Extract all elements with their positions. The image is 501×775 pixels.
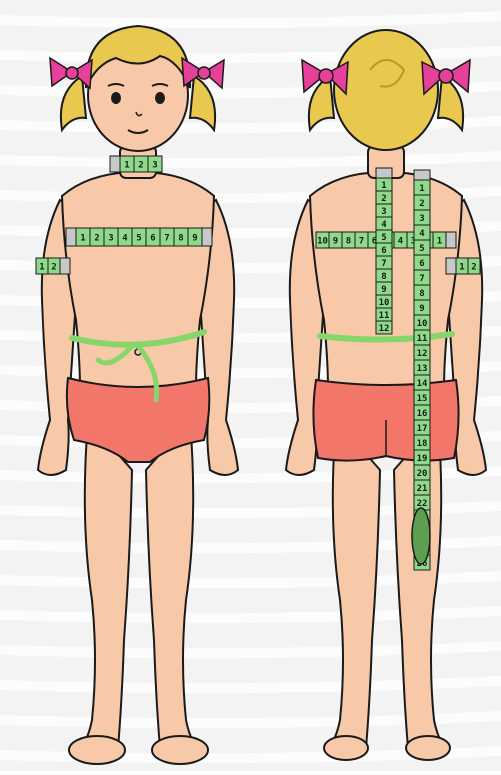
tape-mark: 10 <box>379 298 390 308</box>
tape-cap <box>376 168 392 178</box>
tape-mark: 19 <box>417 454 428 464</box>
tape-mark: 2 <box>94 234 99 244</box>
front-right-eye <box>155 92 165 104</box>
tape-mark: 2 <box>471 263 476 273</box>
tape-mark: 17 <box>417 424 428 434</box>
tape-mark: 14 <box>417 379 428 389</box>
front-right-pigtail <box>190 76 215 130</box>
tape-mark: 5 <box>419 244 424 254</box>
tape-mark: 8 <box>178 234 183 244</box>
tape-mark: 1 <box>437 237 442 247</box>
tape-mark: 4 <box>122 234 128 244</box>
tape-mark: 2 <box>381 194 386 204</box>
tape-cap <box>446 232 456 248</box>
tape-mark: 12 <box>417 349 428 359</box>
back-head <box>334 30 438 150</box>
tape-mark: 3 <box>152 161 157 171</box>
tape-mark: 4 <box>419 229 425 239</box>
tape-mark: 1 <box>39 263 44 273</box>
tape-mark: 2 <box>51 263 56 273</box>
front-right-foot <box>152 736 208 764</box>
tape-mark: 15 <box>417 394 428 404</box>
tape-mark: 21 <box>417 484 428 494</box>
tape-cap <box>60 258 70 274</box>
tape-mark: 1 <box>459 263 464 273</box>
tape-cap <box>446 258 456 274</box>
tape-mark: 4 <box>381 220 387 230</box>
tape-mark: 6 <box>419 259 424 269</box>
tape-mark: 9 <box>192 234 197 244</box>
background-stripe <box>0 156 501 163</box>
tape-mark: 20 <box>417 469 428 479</box>
tape-mark: 5 <box>136 234 141 244</box>
tape-mark: 11 <box>417 334 428 344</box>
tape-mark: 3 <box>419 214 424 224</box>
back-right-heel <box>406 736 450 760</box>
front-left-foot <box>69 736 125 764</box>
tape-mark: 8 <box>419 289 424 299</box>
tape-mark: 1 <box>124 161 129 171</box>
back-left-heel <box>324 736 368 760</box>
tape-cap <box>66 228 76 246</box>
front-left-bow <box>50 58 92 88</box>
tape-measure-roll <box>412 508 430 564</box>
tape-mark: 7 <box>164 234 169 244</box>
tape-mark: 6 <box>381 246 386 256</box>
tape-mark: 10 <box>417 319 428 329</box>
tape-mark: 2 <box>419 199 424 209</box>
tape-mark: 18 <box>417 439 428 449</box>
tape-mark: 1 <box>80 234 85 244</box>
front-left-pigtail <box>61 76 86 130</box>
tape-cap <box>414 170 430 180</box>
tape-mark: 2 <box>138 161 143 171</box>
tape-cap <box>202 228 212 246</box>
tape-mark: 3 <box>381 207 386 217</box>
tape-mark: 11 <box>379 311 390 321</box>
tape-mark: 7 <box>359 237 364 247</box>
tape-mark: 5 <box>381 233 386 243</box>
tape-mark: 9 <box>419 304 424 314</box>
tape-mark: 1 <box>419 184 424 194</box>
tape-mark: 6 <box>150 234 155 244</box>
tape-mark: 7 <box>381 259 386 269</box>
tape-mark: 12 <box>379 324 390 334</box>
tape-mark: 7 <box>419 274 424 284</box>
tape-mark: 10 <box>317 237 328 247</box>
front-left-eye <box>111 92 121 104</box>
tape-mark: 13 <box>417 364 428 374</box>
back-spine-tape: 123456789101112 <box>376 168 392 334</box>
tape-mark: 9 <box>333 237 338 247</box>
tape-mark: 3 <box>108 234 113 244</box>
tape-cap <box>110 156 120 172</box>
front-torso <box>62 172 214 390</box>
front-chest-tape: 123456789 <box>66 228 212 246</box>
tape-mark: 8 <box>346 237 351 247</box>
background-stripe <box>0 16 501 23</box>
tape-mark: 8 <box>381 272 386 282</box>
tape-mark: 1 <box>381 181 386 191</box>
tape-mark: 9 <box>381 285 386 295</box>
tape-mark: 4 <box>398 237 404 247</box>
tape-mark: 16 <box>417 409 428 419</box>
